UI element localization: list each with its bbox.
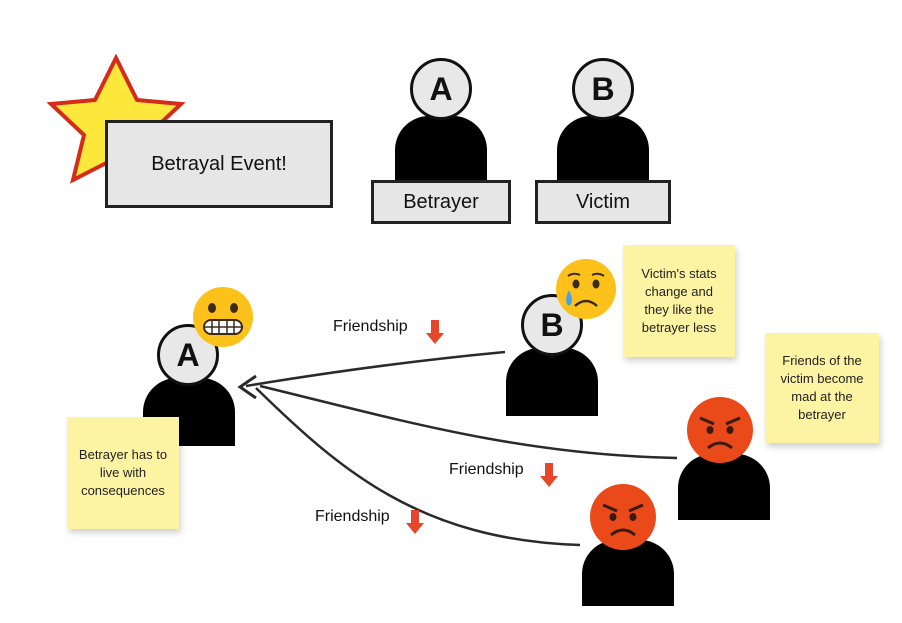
arrow-from-victim xyxy=(245,350,506,388)
betrayer-note: Betrayer has to live with consequences xyxy=(67,417,179,529)
grimacing-face-icon xyxy=(193,287,253,347)
angry-face-icon xyxy=(590,484,656,550)
victim-role-text: Victim xyxy=(575,190,631,213)
victim-role-label: Victim xyxy=(535,180,671,224)
betrayer-letter: A xyxy=(176,336,200,373)
victim-note-text: Victim's stats change and they like the … xyxy=(641,266,717,335)
friends-note: Friends of the victim become mad at the … xyxy=(765,333,879,443)
betrayer-head: A xyxy=(157,324,219,386)
crying-face-icon xyxy=(556,259,616,319)
friendship-label-victim: Friendship xyxy=(333,318,408,335)
victim-letter: B xyxy=(540,306,564,343)
friends-note-text: Friends of the victim become mad at the … xyxy=(780,353,864,422)
arrow-from-friend-1 xyxy=(259,384,678,460)
betrayal-event-label: Betrayal Event! xyxy=(151,152,287,175)
arrowhead xyxy=(237,374,257,400)
angry-face-icon xyxy=(687,397,753,463)
betrayer-legend-body xyxy=(395,116,487,182)
down-arrow-icon xyxy=(540,463,558,487)
friendship-label-friend-1: Friendship xyxy=(449,461,524,478)
betrayer-legend-letter: A xyxy=(429,70,453,107)
betrayer-note-text: Betrayer has to live with consequences xyxy=(78,447,168,498)
arrow-from-friend-2 xyxy=(255,387,581,547)
betrayer-role-label: Betrayer xyxy=(371,180,511,224)
friendship-label-friend-2: Friendship xyxy=(315,508,390,525)
down-arrow-icon xyxy=(426,320,444,344)
down-arrow-icon xyxy=(406,510,424,534)
betrayer-role-text: Betrayer xyxy=(403,190,479,213)
victim-note: Victim's stats change and they like the … xyxy=(623,245,735,357)
victim-legend-body xyxy=(557,116,649,182)
friend-2-body xyxy=(582,540,674,606)
betrayer-legend-head: A xyxy=(410,58,472,120)
victim-legend-letter: B xyxy=(591,70,615,107)
victim-legend-head: B xyxy=(572,58,634,120)
victim-body xyxy=(506,348,598,416)
friend-1-body xyxy=(678,454,770,520)
betrayal-event-box: Betrayal Event! xyxy=(105,120,333,208)
